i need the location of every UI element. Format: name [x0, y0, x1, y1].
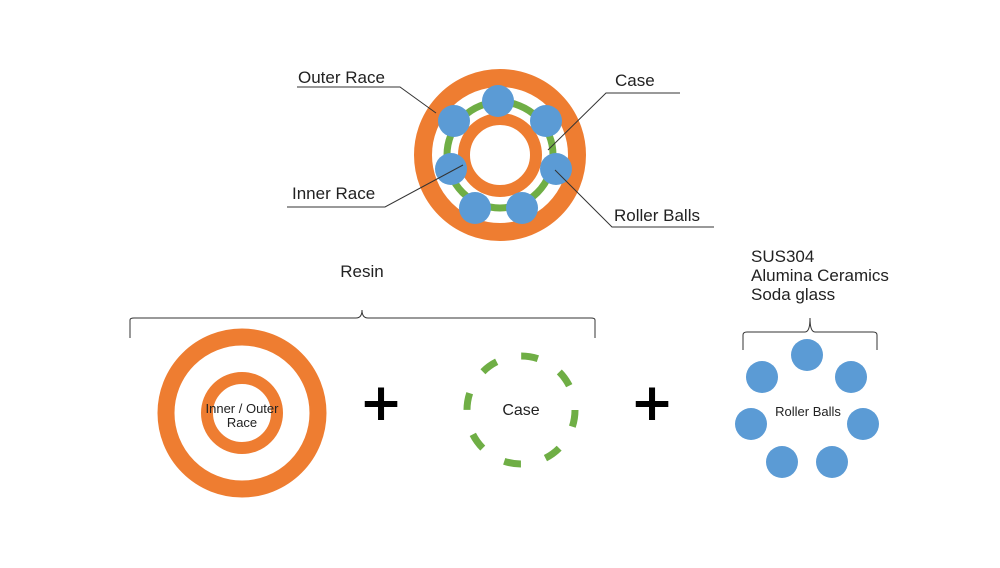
- race-part-label-line2: Race: [227, 415, 257, 430]
- roller-ball: [766, 446, 798, 478]
- resin-label: Resin: [340, 262, 383, 281]
- inner-race-label: Inner Race: [292, 184, 375, 203]
- balls-brace: [742, 317, 878, 350]
- case-label: Case: [615, 71, 655, 90]
- plus-sign-2: +: [630, 373, 674, 433]
- assembly-roller-ball: [459, 192, 491, 224]
- inner-race-leader: [287, 164, 464, 208]
- roller-ball: [816, 446, 848, 478]
- case-part: Case: [463, 352, 579, 468]
- case-part-dashed-ring: [463, 352, 579, 468]
- assembly-roller-ball: [530, 105, 562, 137]
- material-alumina-ceramics: Alumina Ceramics: [751, 266, 889, 285]
- assembly-roller-ball: [438, 105, 470, 137]
- roller-balls-label: Roller Balls: [614, 206, 700, 225]
- outer-race-ring: [414, 69, 586, 241]
- case-leader: [547, 92, 680, 151]
- assembly-roller-ball: [506, 192, 538, 224]
- material-sus304: SUS304: [751, 247, 814, 266]
- plus-sign-1: +: [359, 373, 403, 433]
- outer-race-leader: [297, 86, 437, 114]
- inner-race-ring: [458, 113, 542, 197]
- roller-balls-leader: [554, 169, 714, 228]
- balls-part-label: Roller Balls: [775, 404, 841, 419]
- assembly-roller-balls: [435, 85, 572, 224]
- resin-brace: [129, 309, 596, 338]
- assembly-roller-ball: [435, 153, 467, 185]
- race-part-outer-ring: [157, 328, 327, 498]
- leader-lines: [287, 86, 714, 228]
- roller-ball: [847, 408, 879, 440]
- roller-ball: [735, 408, 767, 440]
- assembly-roller-ball: [540, 153, 572, 185]
- balls-part: [735, 339, 879, 478]
- case-part-label: Case: [502, 402, 539, 419]
- assembly-roller-ball: [482, 85, 514, 117]
- bearing-assembly: [414, 69, 586, 241]
- race-part: Inner / Outer Race: [157, 328, 327, 498]
- roller-ball: [791, 339, 823, 371]
- race-part-inner-ring: [201, 372, 283, 454]
- race-part-label-line1: Inner / Outer: [206, 401, 280, 416]
- roller-ball: [746, 361, 778, 393]
- roller-ball: [835, 361, 867, 393]
- outer-race-label: Outer Race: [298, 68, 385, 87]
- material-soda-glass: Soda glass: [751, 285, 835, 304]
